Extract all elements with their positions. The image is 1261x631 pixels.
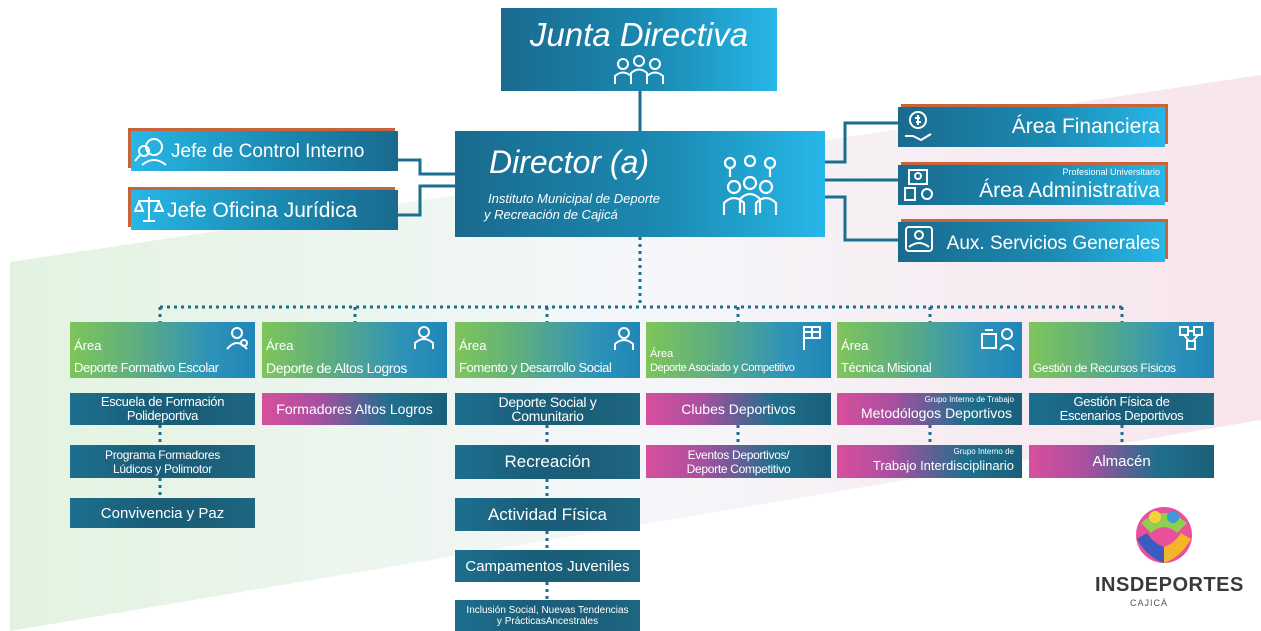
junta-directiva-title: Junta Directiva [529, 16, 749, 53]
area-header-tecnica-misional: Área Técnica Misional [837, 322, 1022, 378]
sub-line: Escuela de Formación [100, 394, 225, 409]
insdeportes-logo-mark [1136, 507, 1192, 563]
director-title: Director (a) [489, 144, 650, 180]
leaders-group-icon [722, 154, 778, 215]
jefe-control-interno-box: Jefe de Control Interno [131, 131, 398, 171]
area-administrativa-label: Área Administrativa [979, 179, 1160, 202]
director-line1: Instituto Municipal de Deporte [488, 191, 660, 206]
jefe-control-interno-label: Jefe de Control Interno [171, 141, 365, 162]
sub-trabajo-interdisciplinario: Grupo Interno de Trabajo Interdisciplina… [837, 445, 1022, 478]
area-title: Gestión de Recursos Físicos [1033, 361, 1176, 375]
sub-line: Recreación [504, 452, 591, 471]
sub-inclusion-social: Inclusión Social, Nuevas Tendencias y Pr… [455, 600, 640, 631]
area-label: Área [841, 338, 869, 353]
sub-line: Formadores Altos Logros [276, 401, 433, 417]
aux-servicios-generales-label: Aux. Servicios Generales [946, 233, 1160, 254]
sub-convivencia-paz: Convivencia y Paz [70, 498, 255, 528]
money-hand-icon [905, 111, 932, 142]
sub-line: Trabajo Interdisciplinario [872, 458, 1014, 473]
sub-line: Inclusión Social, Nuevas Tendencias [466, 604, 629, 616]
sub-line: Metodólogos Deportivos [861, 405, 1012, 421]
sub-line: Campamentos Juveniles [465, 557, 630, 575]
area-label: Área [650, 348, 674, 360]
admin-person-icon [904, 169, 933, 201]
sub-line: Polideportiva [126, 408, 199, 423]
sub-small: Grupo Interno de Trabajo [924, 395, 1014, 404]
area-title: Técnica Misional [841, 360, 932, 375]
logo-city: CAJICÁ [1130, 598, 1169, 608]
area-label: Área [266, 338, 294, 353]
sub-line: Actividad Física [487, 504, 608, 524]
sub-formadores-altos-logros: Formadores Altos Logros [262, 393, 447, 425]
sub-programa-formadores: Programa Formadores Lúdicos y Polimotor [70, 445, 255, 478]
sub-line: Programa Formadores [104, 447, 220, 462]
sub-recreacion: Recreación [455, 445, 640, 479]
athlete-icon [414, 326, 434, 349]
training-icon [981, 328, 1015, 351]
area-header-fomento-desarrollo: Área Fomento y Desarrollo Social [455, 322, 640, 378]
sub-escuela-formacion: Escuela de Formación Polideportiva [70, 393, 255, 425]
sub-line: Escenarios Deportivos [1059, 408, 1184, 423]
area-administrativa-small: Profesional Universitario [1062, 167, 1160, 177]
social-person-icon [614, 327, 634, 350]
sub-line: Lúdicos y Polimotor [112, 461, 212, 476]
coach-icon [226, 327, 248, 350]
hands-care-icon [905, 226, 933, 252]
area-financiera-label: Área Financiera [1011, 115, 1160, 138]
jefe-oficina-juridica-label: Jefe Oficina Jurídica [167, 199, 358, 222]
area-header-altos-logros: Área Deporte de Altos Logros [262, 322, 447, 378]
area-administrativa-box: Profesional Universitario Área Administr… [898, 165, 1165, 205]
checkered-flag-icon [803, 326, 821, 350]
sub-eventos-deportivos: Eventos Deportivos/ Deporte Competitivo [646, 445, 831, 478]
jefe-oficina-juridica-box: Jefe Oficina Jurídica [131, 190, 398, 230]
sub-line: Eventos Deportivos/ [687, 447, 790, 462]
sub-line: Deporte Competitivo [686, 461, 791, 476]
area-header-gestion-recursos: Gestión de Recursos Físicos [1029, 322, 1214, 378]
sub-line: Comunitario [511, 408, 584, 424]
facilities-icon [1179, 326, 1203, 350]
sub-deporte-social: Deporte Social y Comunitario [455, 393, 640, 425]
sub-small: Grupo Interno de [953, 447, 1014, 456]
aux-servicios-generales-box: Aux. Servicios Generales [898, 222, 1165, 262]
sub-line: Gestión Física de [1073, 394, 1170, 409]
director-box: Director (a) Instituto Municipal de Depo… [455, 131, 825, 237]
sub-line: y PrácticasAncestrales [496, 615, 599, 627]
area-label: Área [459, 338, 487, 353]
area-title: Deporte Asociado y Competitivo [650, 362, 795, 374]
area-title: Fomento y Desarrollo Social [459, 360, 612, 375]
sub-line: Convivencia y Paz [100, 504, 225, 522]
scales-icon [134, 197, 164, 222]
junta-directiva-box: Junta Directiva [501, 8, 777, 91]
people-group-icon [614, 55, 664, 84]
area-label: Área [74, 338, 102, 353]
sub-gestion-fisica: Gestión Física de Escenarios Deportivos [1029, 393, 1214, 425]
sub-campamentos-juveniles: Campamentos Juveniles [455, 550, 640, 582]
person-magnify-icon [134, 138, 167, 166]
director-line2: y Recreación de Cajicá [484, 207, 618, 222]
sub-line: Clubes Deportivos [681, 401, 796, 417]
sub-almacen: Almacén [1029, 445, 1214, 478]
area-financiera-box: Área Financiera [898, 107, 1165, 147]
logo-wordmark: INSDEPORTES [1095, 574, 1244, 596]
area-header-deporte-formativo: Área Deporte Formativo Escolar [70, 322, 255, 378]
sub-line: Almacén [1092, 453, 1151, 470]
sub-clubes-deportivos: Clubes Deportivos [646, 393, 831, 425]
area-title: Deporte de Altos Logros [266, 360, 408, 376]
sub-metodologos: Grupo Interno de Trabajo Metodólogos Dep… [837, 393, 1022, 425]
area-title: Deporte Formativo Escolar [74, 360, 219, 375]
sub-actividad-fisica: Actividad Física [455, 498, 640, 531]
area-header-deporte-asociado: Área Deporte Asociado y Competitivo [646, 322, 831, 378]
sub-line: Deporte Social y [498, 394, 597, 410]
